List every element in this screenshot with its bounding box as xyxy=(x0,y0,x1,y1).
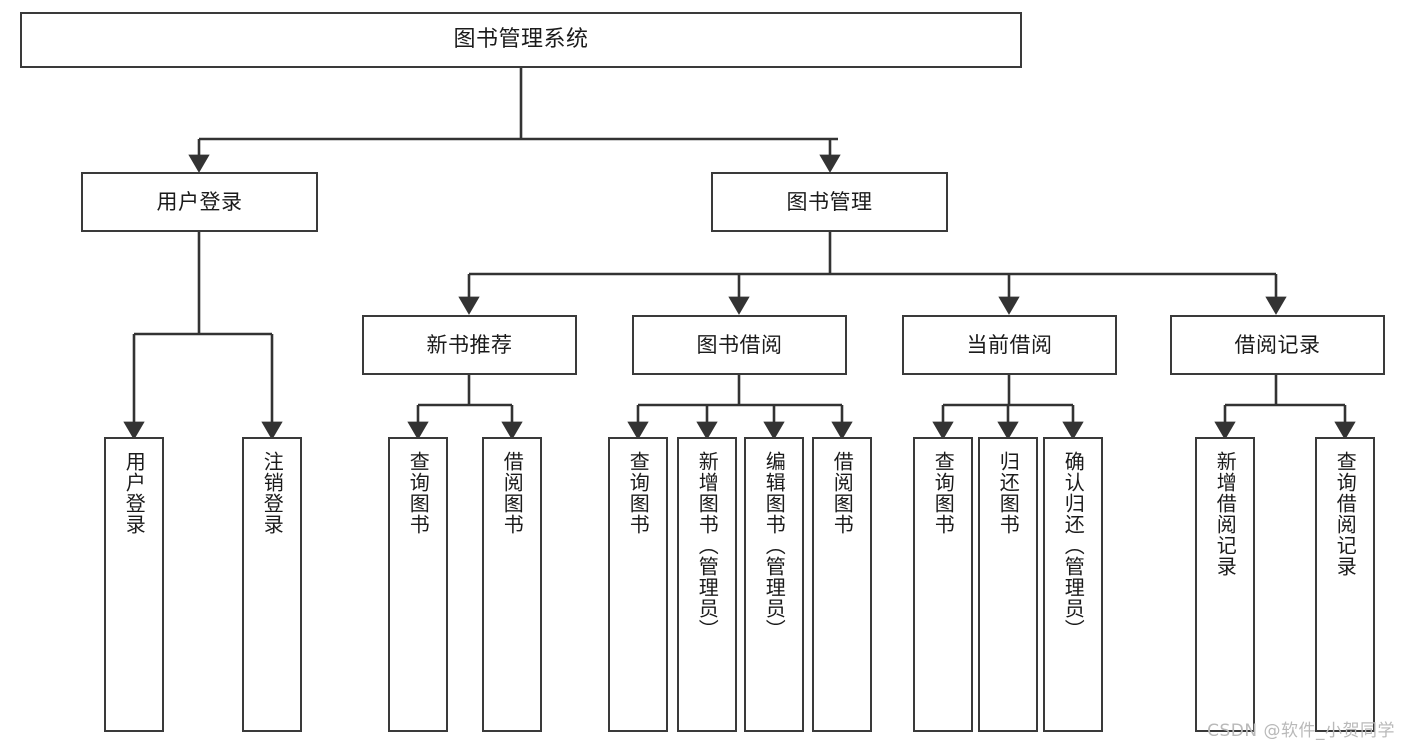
node-current-borrow[interactable]: 当前借阅 xyxy=(902,315,1117,375)
leaf-query-book-borrow[interactable]: 查询图书 xyxy=(608,437,668,732)
watermark-text: CSDN @软件_小贺同学 xyxy=(1207,721,1395,741)
node-label: 新书推荐 xyxy=(426,332,513,357)
leaf-borrow-book-recommend[interactable]: 借阅图书 xyxy=(482,437,542,732)
leaf-user-login[interactable]: 用户登录 xyxy=(104,437,164,732)
node-label: 新增图书（管理员） xyxy=(695,451,720,640)
leaf-query-book-current[interactable]: 查询图书 xyxy=(913,437,973,732)
node-label: 借阅记录 xyxy=(1234,332,1321,357)
node-label: 查询图书 xyxy=(931,451,956,535)
node-label: 用户登录 xyxy=(122,451,147,535)
node-label: 图书借阅 xyxy=(696,332,783,357)
node-label: 图书管理系统 xyxy=(453,27,589,53)
node-label: 借阅图书 xyxy=(500,451,525,535)
leaf-edit-book[interactable]: 编辑图书（管理员） xyxy=(744,437,804,732)
node-book-management[interactable]: 图书管理 xyxy=(711,172,948,232)
leaf-add-borrow-record[interactable]: 新增借阅记录 xyxy=(1195,437,1255,732)
leaf-confirm-return[interactable]: 确认归还（管理员） xyxy=(1043,437,1103,732)
node-label: 当前借阅 xyxy=(966,332,1053,357)
node-label: 图书管理 xyxy=(786,189,873,214)
node-root-system[interactable]: 图书管理系统 xyxy=(20,12,1022,68)
leaf-query-book-recommend[interactable]: 查询图书 xyxy=(388,437,448,732)
leaf-borrow-book[interactable]: 借阅图书 xyxy=(812,437,872,732)
node-label: 用户登录 xyxy=(156,189,243,214)
node-label: 查询图书 xyxy=(626,451,651,535)
leaf-logout-login[interactable]: 注销登录 xyxy=(242,437,302,732)
node-label: 注销登录 xyxy=(260,451,285,535)
leaf-query-borrow-record[interactable]: 查询借阅记录 xyxy=(1315,437,1375,732)
node-label: 新增借阅记录 xyxy=(1213,451,1238,577)
node-label: 借阅图书 xyxy=(830,451,855,535)
node-label: 查询图书 xyxy=(406,451,431,535)
node-label: 确认归还（管理员） xyxy=(1061,451,1086,640)
node-label: 编辑图书（管理员） xyxy=(762,451,787,640)
node-borrow-record[interactable]: 借阅记录 xyxy=(1170,315,1385,375)
leaf-return-book[interactable]: 归还图书 xyxy=(978,437,1038,732)
node-book-borrow[interactable]: 图书借阅 xyxy=(632,315,847,375)
node-label: 查询借阅记录 xyxy=(1333,451,1358,577)
node-new-book-recommend[interactable]: 新书推荐 xyxy=(362,315,577,375)
node-label: 归还图书 xyxy=(996,451,1021,535)
node-user-login[interactable]: 用户登录 xyxy=(81,172,318,232)
leaf-add-book[interactable]: 新增图书（管理员） xyxy=(677,437,737,732)
